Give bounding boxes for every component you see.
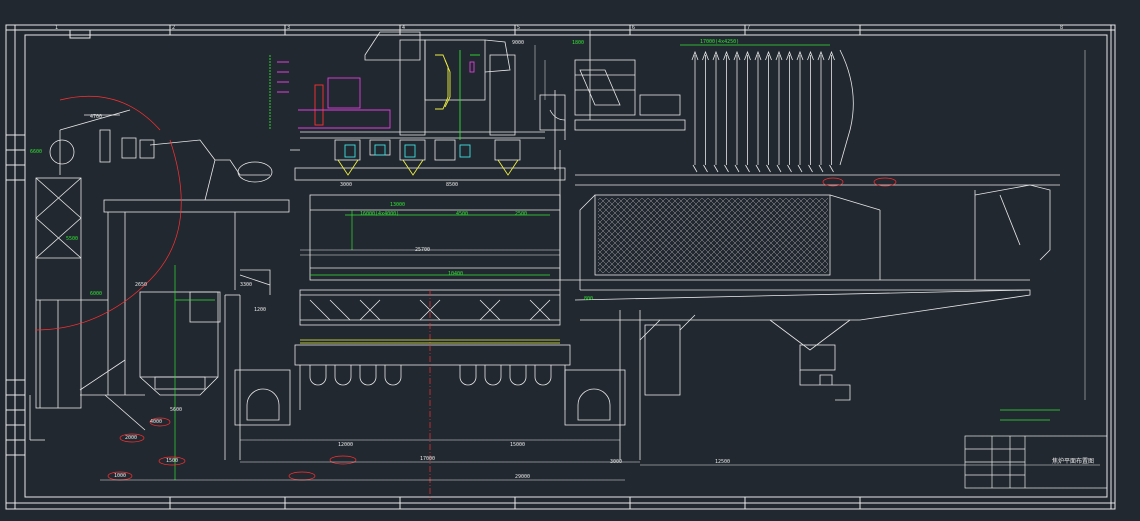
title-block — [964, 435, 1108, 489]
dimension-text: 1500 — [166, 458, 179, 464]
dimension-text: 17000(4x4250) — [700, 39, 740, 45]
zone-label: 5 — [517, 25, 521, 31]
zone-label: 6 — [632, 25, 636, 31]
dimension-text: 5500 — [66, 236, 79, 242]
pusher-bar-tip — [775, 50, 783, 173]
dimension-text: 10400 — [448, 271, 464, 277]
pusher-bar-tip — [754, 50, 762, 173]
dimension-text: 9000 — [512, 40, 525, 46]
dimension-text: 12000 — [338, 442, 354, 448]
dimension-text: 17000 — [420, 456, 436, 462]
zone-label: 1 — [55, 25, 59, 31]
dimension-text: 13000 — [390, 202, 406, 208]
dimension-text: 4500 — [456, 211, 469, 217]
pusher-bar-tip — [817, 50, 825, 173]
pusher-bar-tip — [744, 50, 751, 173]
pusher-bar-tip — [691, 50, 699, 173]
dimension-text: 2000 — [125, 435, 138, 441]
pusher-bar-tip — [723, 50, 730, 173]
dimension-text: 16000(4x4000) — [360, 211, 400, 217]
drawing-title: 焦炉平面布置图 — [1052, 458, 1095, 465]
sheet-frame — [5, 24, 1116, 510]
dimension-text: 800 — [584, 296, 594, 302]
dimension-text: 4000 — [150, 419, 163, 425]
dimension-text: 3000 — [610, 459, 623, 465]
dimension-text: 5600 — [170, 407, 183, 413]
charging-car — [290, 31, 566, 161]
center-lines — [34, 44, 1060, 500]
left-hopper — [104, 269, 291, 460]
dimension-text: 6000 — [90, 291, 103, 297]
left-trestle — [29, 109, 290, 441]
pusher-bar-tip — [702, 50, 709, 173]
dimension-text: 15000 — [510, 442, 526, 448]
zone-label: 3 — [287, 25, 291, 31]
zone-label: 2 — [172, 25, 176, 31]
zone-label: 8 — [1060, 25, 1064, 31]
charging-car-color — [269, 50, 519, 176]
dimension-text: 2500 — [515, 211, 528, 217]
dimension-text: 1000 — [114, 473, 127, 479]
zone-label: 7 — [747, 25, 751, 31]
pusher-bars — [691, 50, 835, 173]
pusher-bar-tip — [712, 50, 720, 173]
dimension-text: 4700 — [90, 114, 103, 120]
coal-cake-hatch — [598, 198, 828, 273]
dimension-text: 1800 — [572, 40, 585, 46]
pusher-bar-tip — [765, 50, 772, 173]
zone-label: 4 — [402, 25, 406, 31]
dimension-text: 3000 — [340, 182, 353, 188]
dimension-lines — [100, 45, 1100, 481]
pusher-bar-tip — [828, 50, 835, 173]
dimension-text: 2650 — [135, 282, 148, 288]
pusher-bar-tip — [807, 50, 814, 173]
dimension-text: 12500 — [715, 459, 731, 465]
dimension-text: 29000 — [515, 474, 531, 480]
pusher-bar-tip — [786, 50, 793, 173]
dimension-text: 6600 — [30, 149, 43, 155]
dimension-text: 8500 — [446, 182, 459, 188]
dimension-text: 3300 — [240, 282, 253, 288]
pusher-bar-tip — [796, 50, 804, 173]
dimension-text: 25700 — [415, 247, 431, 253]
pusher-bar-tip — [733, 50, 741, 173]
right-machinery — [549, 30, 1060, 460]
dimension-text: 1200 — [254, 307, 267, 313]
